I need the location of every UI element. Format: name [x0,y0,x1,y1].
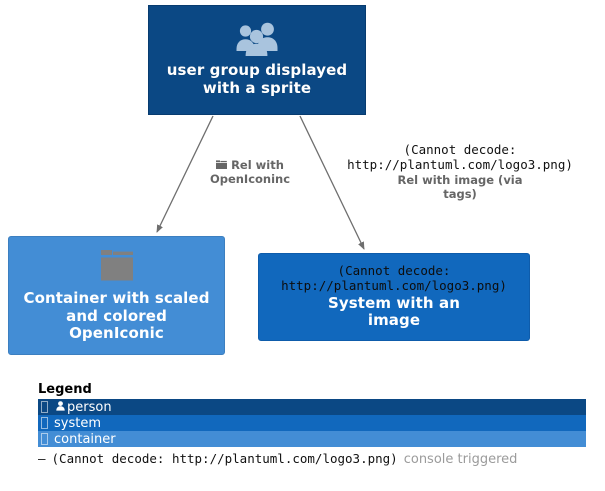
openiconic-folder-sprite [94,248,140,286]
edge-label-right: (Cannot decode: http://plantuml.com/logo… [320,142,600,202]
node-person[interactable]: user group displayed with a sprite [148,5,366,115]
node-container-title: Container with scaled and colored OpenIc… [23,288,210,343]
legend-note-decode: (Cannot decode: http://plantuml.com/logo… [51,451,398,466]
legend-title: Legend [38,382,92,397]
legend-row-person: person [38,399,586,415]
tofu-glyph-icon [41,433,48,445]
legend: Legend person system container — [38,382,586,467]
node-person-title-line1: user group displayed [166,61,348,80]
legend-row-container: container [38,431,586,447]
legend-note-muted: console triggered [403,452,518,467]
node-system-title: System with an image [328,293,460,330]
edge-label-right-decode-line2: http://plantuml.com/logo3.png) [347,157,573,172]
node-system-title-line1: System with an [328,293,460,312]
edge-label-left-line1: Rel with [231,158,284,172]
node-system-decode: (Cannot decode: http://plantuml.com/logo… [281,263,507,294]
node-system[interactable]: (Cannot decode: http://plantuml.com/logo… [258,253,530,341]
node-container-title-line2: and colored [66,306,167,325]
node-person-title-line2: with a sprite [202,79,312,97]
node-system-decode-line2: http://plantuml.com/logo3.png) [281,277,507,293]
legend-row-label: system [54,415,101,431]
legend-row-system: system [38,415,586,431]
legend-note-dash: — [38,451,46,466]
tofu-glyph-icon [41,417,48,429]
node-person-title: user group displayed with a sprite [167,62,348,97]
user-group-sprite [234,22,280,57]
edge-label-right-line2: tags) [443,186,477,201]
edge-label-right-rel: Rel with image (via tags) [320,173,600,202]
node-container[interactable]: Container with scaled and colored OpenIc… [8,236,225,355]
edge-label-right-decode-line1: (Cannot decode: [403,142,517,157]
node-system-decode-line1: (Cannot decode: [337,263,451,279]
tofu-glyph-icon [41,401,48,413]
folder-icon [216,158,228,172]
legend-row-label: container [54,431,116,447]
edge-label-right-decode: (Cannot decode: http://plantuml.com/logo… [320,142,600,172]
person-icon [54,401,67,413]
legend-note: — (Cannot decode: http://plantuml.com/lo… [38,451,586,467]
edge-label-left: Rel with OpenIconinc [178,158,322,187]
node-system-title-line2: image [367,311,421,330]
node-container-title-line3: OpenIconic [69,324,164,343]
edge-label-left-line2: OpenIconinc [209,172,291,187]
node-container-title-line1: Container with scaled [23,288,210,307]
legend-row-label: person [67,399,112,415]
edge-label-right-line1: Rel with image (via [397,173,523,187]
